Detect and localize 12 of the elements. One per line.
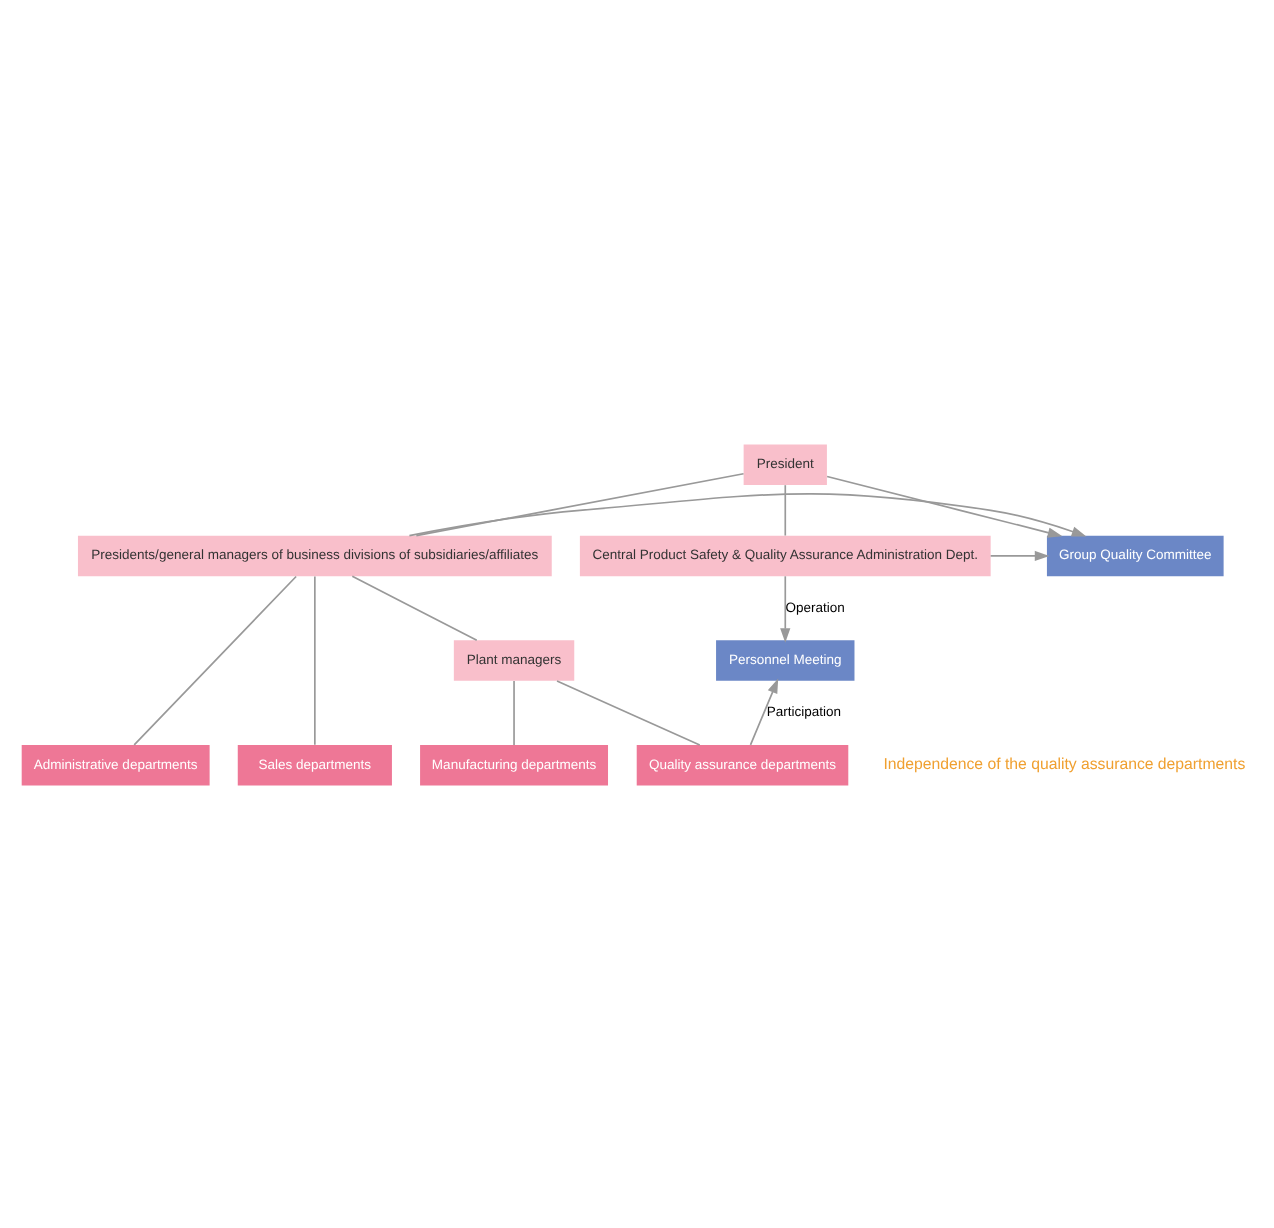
connector	[415, 471, 745, 536]
arrow	[408, 491, 1087, 536]
connector	[784, 483, 787, 536]
connector	[351, 574, 478, 641]
connector	[314, 574, 316, 745]
connector	[513, 679, 515, 745]
connector	[133, 574, 297, 745]
arrow	[826, 474, 1063, 537]
arrow	[749, 677, 779, 745]
connector	[556, 679, 701, 745]
arrow	[780, 574, 791, 642]
arrow	[989, 549, 1050, 561]
